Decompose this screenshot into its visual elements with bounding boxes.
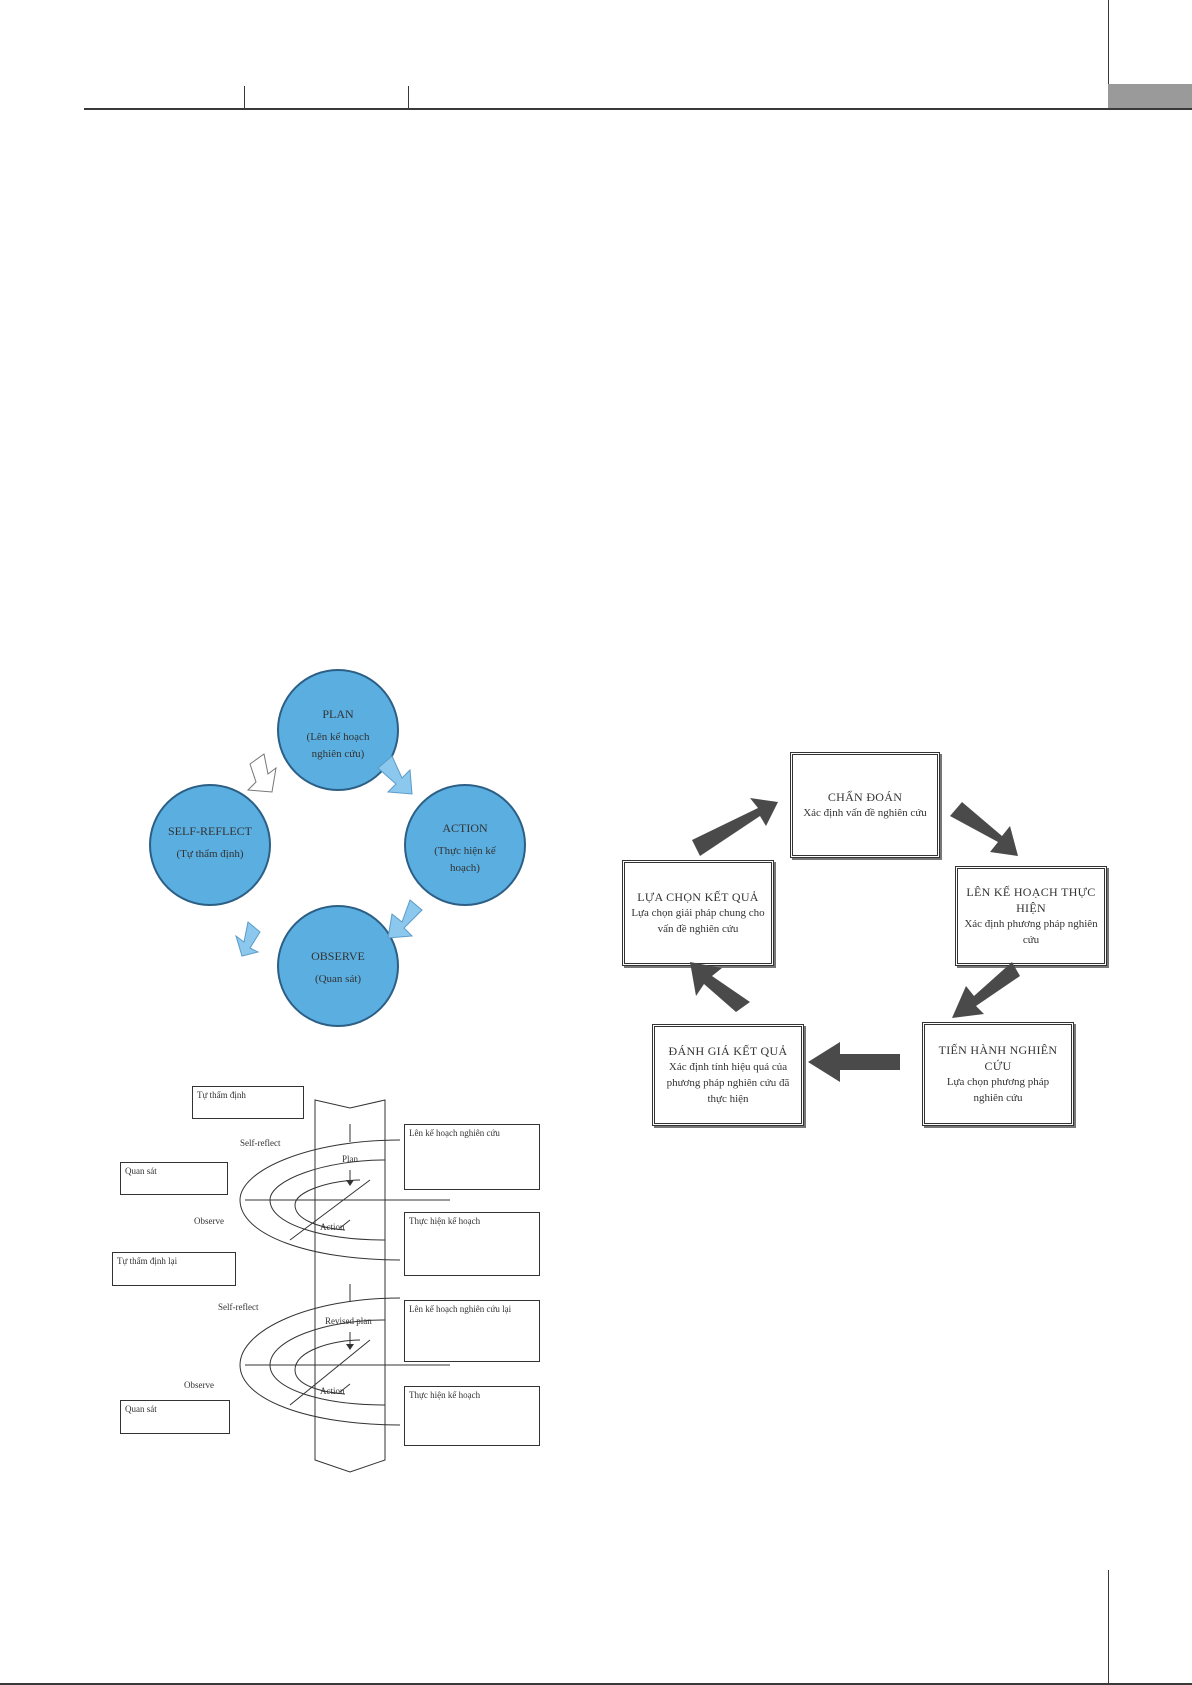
action-node: ACTION (Thực hiện kế hoạch) (404, 784, 526, 906)
plan-title: PLAN (322, 707, 354, 721)
observe-title: OBSERVE (311, 949, 365, 963)
arrow-diagnose-to-plan (950, 802, 1018, 856)
stage-plan-desc: Xác định phương pháp nghiên cứu (964, 918, 1098, 946)
stage-select: LỰA CHỌN KẾT QUẢ Lựa chọn giải pháp chun… (622, 860, 774, 966)
action-label-2: Action (320, 1386, 345, 1396)
self-reflect-title: SELF-REFLECT (168, 824, 253, 838)
action-box-1: Thực hiện kế hoạch (404, 1212, 540, 1276)
margin-line (1108, 1570, 1109, 1685)
stage-plan: LÊN KẾ HOẠCH THỰC HIỆN Xác định phương p… (955, 866, 1107, 966)
arrow-conduct-to-evaluate (808, 1042, 900, 1082)
action-research-spiral: Self-reflect Observe Plan Action Self-re… (184, 1099, 450, 1473)
observe-label-2: Observe (184, 1380, 214, 1390)
arrow-select-to-diagnose (692, 798, 778, 856)
stage-evaluate: ĐÁNH GIÁ KẾT QUẢ Xác định tính hiệu quả … (652, 1024, 804, 1126)
plan-sub2: nghiên cứu) (312, 748, 365, 760)
action-box-2: Thực hiện kế hoạch (404, 1386, 540, 1446)
arrow-plan-to-conduct (952, 962, 1020, 1018)
revised-plan-label: Revised plan (325, 1316, 372, 1326)
header-tick (408, 86, 409, 108)
observe-box-1: Quan sát (120, 1162, 228, 1195)
action-sub2: hoạch) (450, 862, 480, 874)
stage-diagnose: CHẨN ĐOÁN Xác định vấn đề nghiên cứu (790, 752, 940, 858)
observe-node: OBSERVE (Quan sát) (277, 905, 399, 1027)
action-label: Action (320, 1222, 345, 1232)
action-sub1: (Thực hiện kế (434, 845, 497, 857)
plan-node: PLAN (Lên kế hoạch nghiên cứu) (277, 669, 399, 791)
plan-sub1: (Lên kế hoạch (307, 731, 370, 743)
stage-diagnose-desc: Xác định vấn đề nghiên cứu (803, 807, 927, 819)
stage-evaluate-desc: Xác định tính hiệu quả của phương pháp n… (666, 1061, 790, 1105)
plan-label: Plan (342, 1154, 359, 1164)
arrow-observe-to-reflect (235, 921, 261, 957)
stage-evaluate-title: ĐÁNH GIÁ KẾT QUẢ (668, 1044, 788, 1058)
reflect-box-2: Tự thẩm định lại (112, 1252, 236, 1286)
footer-rule (0, 1683, 1192, 1685)
stage-select-desc: Lựa chọn giải pháp chung cho vấn đề nghi… (631, 907, 765, 935)
self-reflect-label-2: Self-reflect (218, 1302, 259, 1312)
header-tab (1108, 84, 1192, 108)
margin-line (1108, 0, 1109, 84)
stage-conduct-title: TIẾN HÀNH NGHIÊN CỨU (938, 1043, 1058, 1073)
self-reflect-label: Self-reflect (240, 1138, 281, 1148)
header-rule (84, 108, 1192, 110)
stage-conduct: TIẾN HÀNH NGHIÊN CỨU Lựa chọn phương phá… (922, 1022, 1074, 1126)
stage-diagnose-title: CHẨN ĐOÁN (827, 790, 903, 804)
reflect-box-1: Tự thẩm định (192, 1086, 304, 1119)
plan-box-2: Lên kế hoạch nghiên cứu lại (404, 1300, 540, 1362)
arrow-plan-to-action (377, 755, 413, 795)
plan-box-1: Lên kế hoạch nghiên cứu (404, 1124, 540, 1190)
arrow-evaluate-to-select (690, 962, 750, 1012)
stage-plan-title: LÊN KẾ HOẠCH THỰC HIỆN (966, 885, 1096, 915)
stage-select-title: LỰA CHỌN KẾT QUẢ (637, 890, 759, 904)
self-reflect-sub1: (Tự thẩm định) (176, 848, 243, 860)
header-tick (244, 86, 245, 108)
observe-sub1: (Quan sát) (315, 973, 361, 985)
action-research-cycle: PLAN (Lên kế hoạch nghiên cứu) ACTION (T… (149, 669, 526, 1027)
stage-conduct-desc: Lựa chọn phương pháp nghiên cứu (946, 1076, 1050, 1104)
observe-label: Observe (194, 1216, 224, 1226)
action-title: ACTION (442, 821, 488, 835)
research-process-arrows (690, 798, 1020, 1082)
self-reflect-node: SELF-REFLECT (Tự thẩm định) (149, 784, 271, 906)
arrow-action-to-observe (387, 899, 423, 939)
arrow-reflect-to-plan (246, 753, 277, 793)
observe-box-2: Quan sát (120, 1400, 230, 1434)
